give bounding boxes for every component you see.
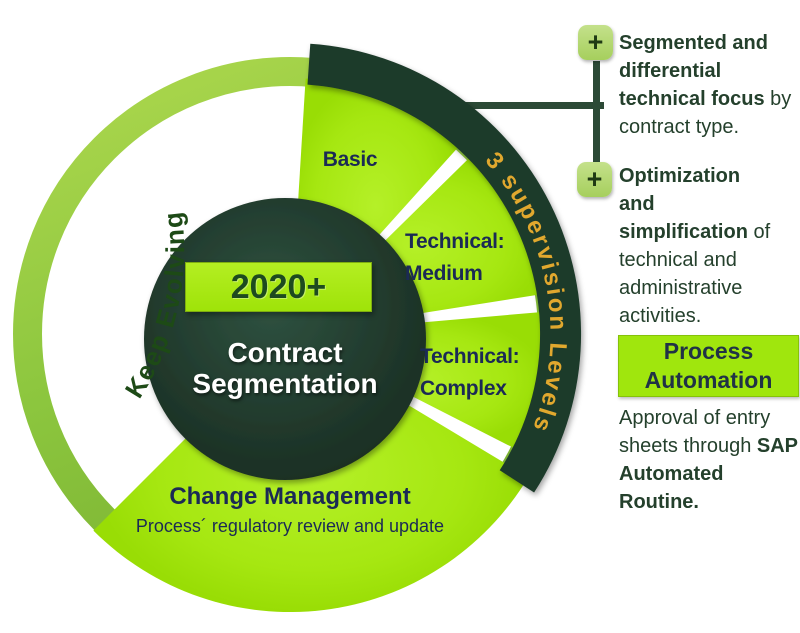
change-management-subtitle: Process´ regulatory review and update (135, 516, 445, 536)
connector-vertical-line (593, 61, 600, 162)
wedge-label-basic: Basic (322, 148, 378, 171)
item3-bold-text: SAP Automated Routine. (619, 435, 798, 513)
plus-glyph: + (587, 27, 604, 57)
item1-normal-text: by contract type. (619, 88, 792, 138)
right-panel-item-1: Segmented and differential technical foc… (619, 29, 795, 141)
center-title: Contract Segmentation (192, 337, 378, 399)
item2-bold-text: Optimization and simplification (619, 165, 748, 243)
connector-horizontal-line (440, 102, 604, 109)
right-panel-item-2: Optimization and simplification of techn… (619, 162, 775, 330)
process-automation-box: Process Automation (618, 335, 799, 397)
year-label: 2020+ (230, 267, 327, 306)
plus-icon: + (578, 25, 613, 60)
item3-normal-text: Approval of entry sheets through (619, 407, 771, 457)
right-panel-item-3: Approval of entry sheets through SAP Aut… (619, 404, 800, 516)
plus-icon: + (577, 162, 612, 197)
plus-glyph: + (586, 164, 603, 194)
wedge-label-technical-complex: Technical: Complex (420, 345, 520, 400)
change-management-block: Change Management Process´ regulatory re… (135, 484, 445, 537)
wedge-label-technical-medium: Technical: Medium (405, 230, 505, 285)
supervision-arc (307, 43, 582, 493)
item2-normal-text: of technical and administrative activiti… (619, 221, 771, 327)
change-management-title: Change Management (169, 483, 411, 510)
year-badge: 2020+ (185, 262, 372, 312)
item1-bold-text: Segmented and differential technical foc… (619, 32, 768, 110)
